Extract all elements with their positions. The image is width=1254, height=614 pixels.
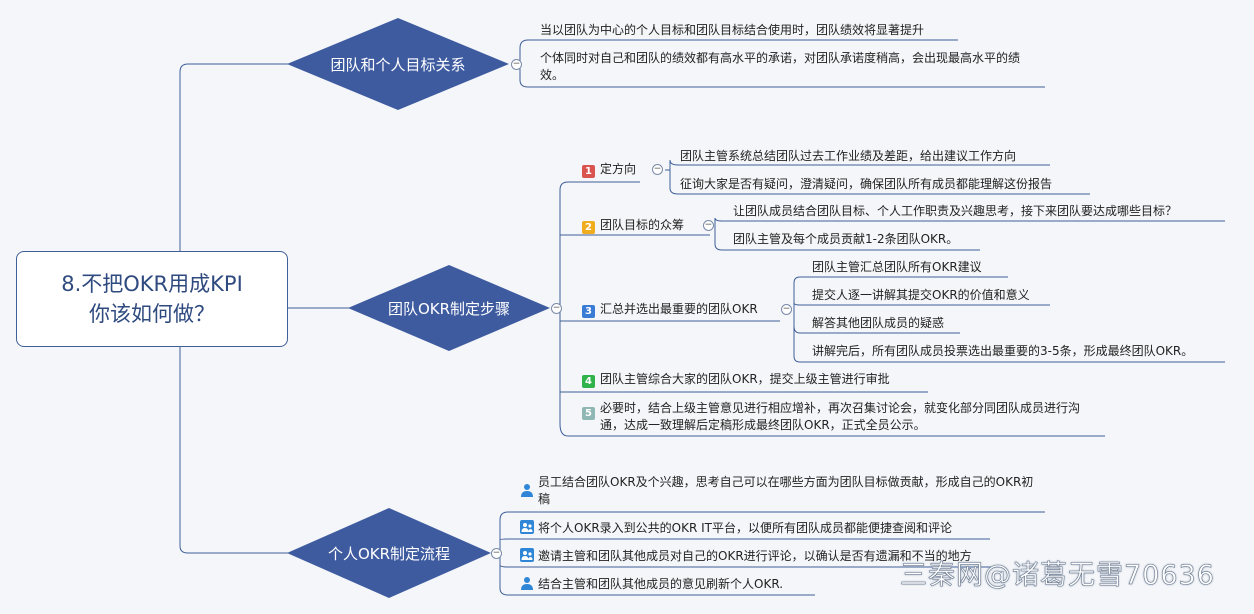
branch2-title[interactable]: 团队OKR制定步骤 (387, 300, 511, 318)
leaf-text: 将个人OKR录入到公共的OKR IT平台，以便所有团队成员都能便捷查阅和评论 (538, 521, 952, 535)
branch3-leaf[interactable]: 将个人OKR录入到公共的OKR IT平台，以便所有团队成员都能便捷查阅和评论 (520, 520, 952, 537)
step-number-badge: 1 (582, 165, 595, 178)
branch1-leaf[interactable]: 当以团队为中心的个人目标和团队目标结合使用时，团队绩效将显著提升 (540, 23, 925, 37)
watermark: 三秦网@诸葛无雪70636 (900, 560, 1215, 592)
group-icon (520, 548, 534, 562)
step-5[interactable]: 5 必要时，结合上级主管意见进行相应增补，再次召集讨论会，就变化部分同团队成员进行… (582, 400, 1102, 434)
collapse-toggle[interactable]: − (491, 548, 502, 559)
step-2-leaf[interactable]: 团队主管及每个成员贡献1-2条团队OKR。 (733, 232, 959, 246)
person-icon (521, 484, 533, 497)
step-3[interactable]: 3 汇总并选出最重要的团队OKR (582, 301, 758, 318)
step-label: 团队主管综合大家的团队OKR，提交上级主管进行审批 (600, 372, 890, 386)
step-label: 必要时，结合上级主管意见进行相应增补，再次召集讨论会，就变化部分同团队成员进行沟… (600, 401, 1081, 432)
root-title-line1: 8.不把OKR用成KPI (61, 272, 243, 296)
person-icon (521, 577, 533, 590)
step-number-badge: 5 (582, 407, 595, 420)
leaf-text: 邀请主管和团队其他成员对自己的OKR进行评论，以确认是否有遗漏和不当的地方 (538, 549, 972, 563)
collapse-toggle[interactable]: − (703, 220, 714, 231)
step-label: 定方向 (600, 162, 637, 176)
step-3-leaf[interactable]: 讲解完后，所有团队成员投票选出最重要的3-5条，形成最终团队OKR。 (812, 344, 1194, 358)
branch1-leaf[interactable]: 个体同时对自己和团队的绩效都有高水平的承诺，对团队承诺度稍高，会出现最高水平的绩… (540, 51, 1021, 82)
collapse-toggle[interactable]: − (781, 304, 792, 315)
step-1-leaf[interactable]: 征询大家是否有疑问，澄清疑问，确保团队所有成员都能理解这份报告 (680, 177, 1053, 191)
root-topic[interactable]: 8.不把OKR用成KPI 你该如何做？ (16, 251, 288, 347)
leaf-text: 结合主管和团队其他成员的意见刷新个人OKR. (538, 577, 784, 591)
step-1-leaf[interactable]: 团队主管系统总结团队过去工作业绩及差距，给出建议工作方向 (680, 149, 1017, 163)
step-label: 汇总并选出最重要的团队OKR (600, 302, 758, 316)
collapse-toggle[interactable]: − (551, 303, 562, 314)
branch3-title[interactable]: 个人OKR制定流程 (327, 545, 451, 563)
branch3-leaf[interactable]: 员工结合团队OKR及个兴趣，思考自己可以在哪些方面为团队目标做贡献，形成自己的O… (520, 474, 1040, 508)
step-number-badge: 3 (582, 305, 595, 318)
leaf-text: 员工结合团队OKR及个兴趣，思考自己可以在哪些方面为团队目标做贡献，形成自己的O… (538, 475, 1034, 506)
branch3-leaf[interactable]: 邀请主管和团队其他成员对自己的OKR进行评论，以确认是否有遗漏和不当的地方 (520, 548, 972, 565)
step-2[interactable]: 2 团队目标的众筹 (582, 217, 684, 234)
step-4[interactable]: 4 团队主管综合大家的团队OKR，提交上级主管进行审批 (582, 371, 890, 388)
step-3-leaf[interactable]: 团队主管汇总团队所有OKR建议 (812, 260, 982, 274)
branch1-diamond (287, 18, 509, 110)
step-label: 团队目标的众筹 (600, 218, 685, 232)
step-3-leaf[interactable]: 提交人逐一讲解其提交OKR的价值和意义 (812, 288, 1030, 302)
collapse-toggle[interactable]: − (652, 164, 663, 175)
branch3-leaf[interactable]: 结合主管和团队其他成员的意见刷新个人OKR. (520, 576, 783, 593)
branch1-title[interactable]: 团队和个人目标关系 (330, 56, 466, 74)
branch3-diamond (287, 508, 491, 598)
collapse-toggle[interactable]: − (511, 59, 522, 70)
step-3-leaf[interactable]: 解答其他团队成员的疑惑 (812, 316, 945, 330)
branch2-diamond (348, 265, 550, 351)
root-title-line2: 你该如何做？ (89, 302, 215, 326)
step-number-badge: 4 (582, 375, 595, 388)
step-number-badge: 2 (582, 221, 595, 234)
step-2-leaf[interactable]: 让团队成员结合团队目标、个人工作职责及兴趣思考，接下来团队要达成哪些目标？ (733, 204, 1178, 218)
step-1[interactable]: 1 定方向 (582, 161, 636, 178)
group-icon (520, 520, 534, 534)
